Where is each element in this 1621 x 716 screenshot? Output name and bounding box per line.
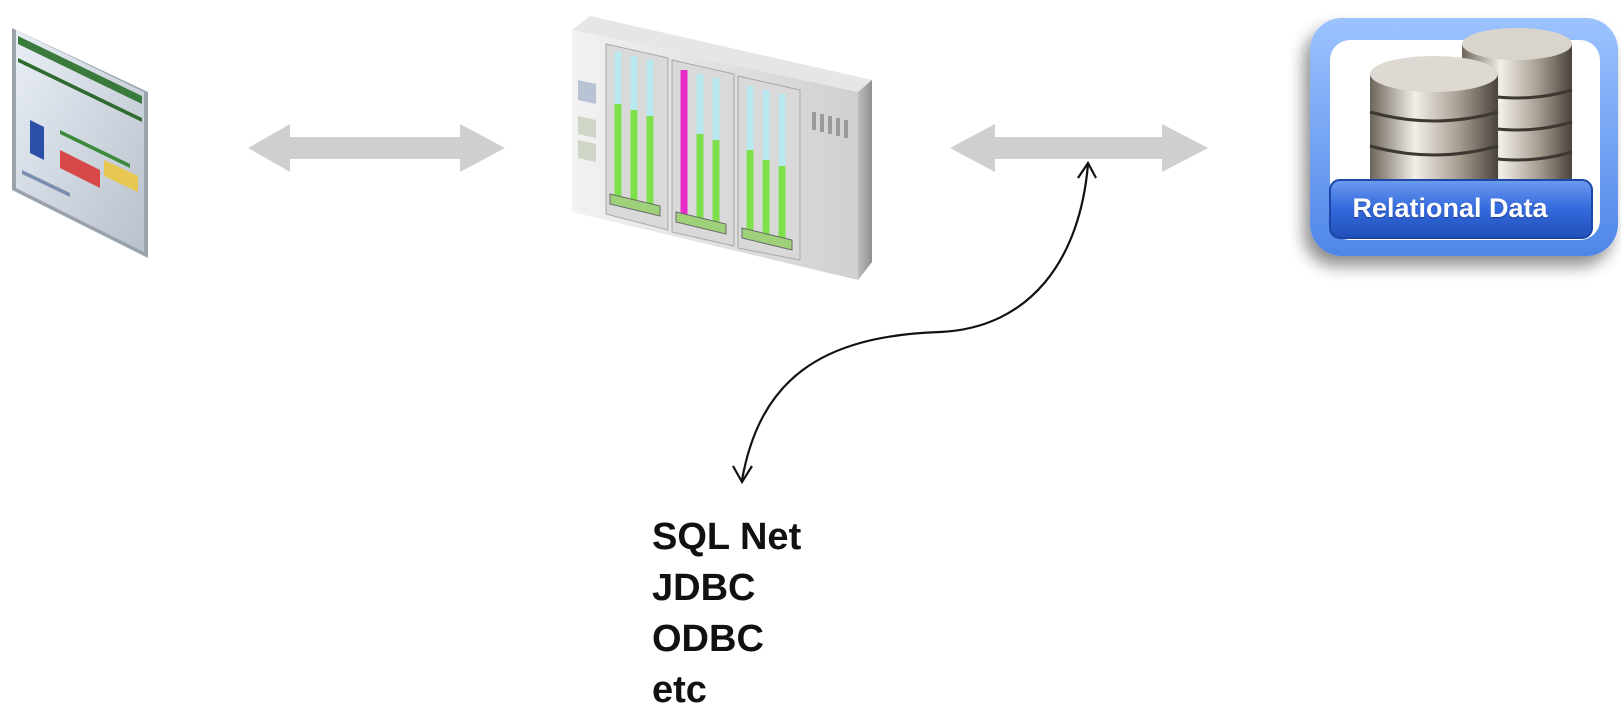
double-arrow-icon bbox=[248, 124, 505, 172]
database-cylinders-icon bbox=[1310, 18, 1618, 256]
database-label: Relational Data bbox=[1352, 192, 1548, 223]
protocol-item: JDBC bbox=[652, 567, 756, 609]
double-arrow-icon bbox=[950, 124, 1208, 172]
protocol-list: SQL Net JDBC ODBC etc bbox=[652, 512, 801, 716]
curved-callout-arrow-icon bbox=[732, 160, 1097, 485]
browser-window-icon bbox=[12, 28, 148, 258]
protocol-item: ODBC bbox=[652, 618, 764, 660]
server-rack-icon bbox=[572, 16, 872, 280]
protocol-item: SQL Net bbox=[652, 516, 802, 558]
protocol-item: etc bbox=[652, 669, 707, 711]
